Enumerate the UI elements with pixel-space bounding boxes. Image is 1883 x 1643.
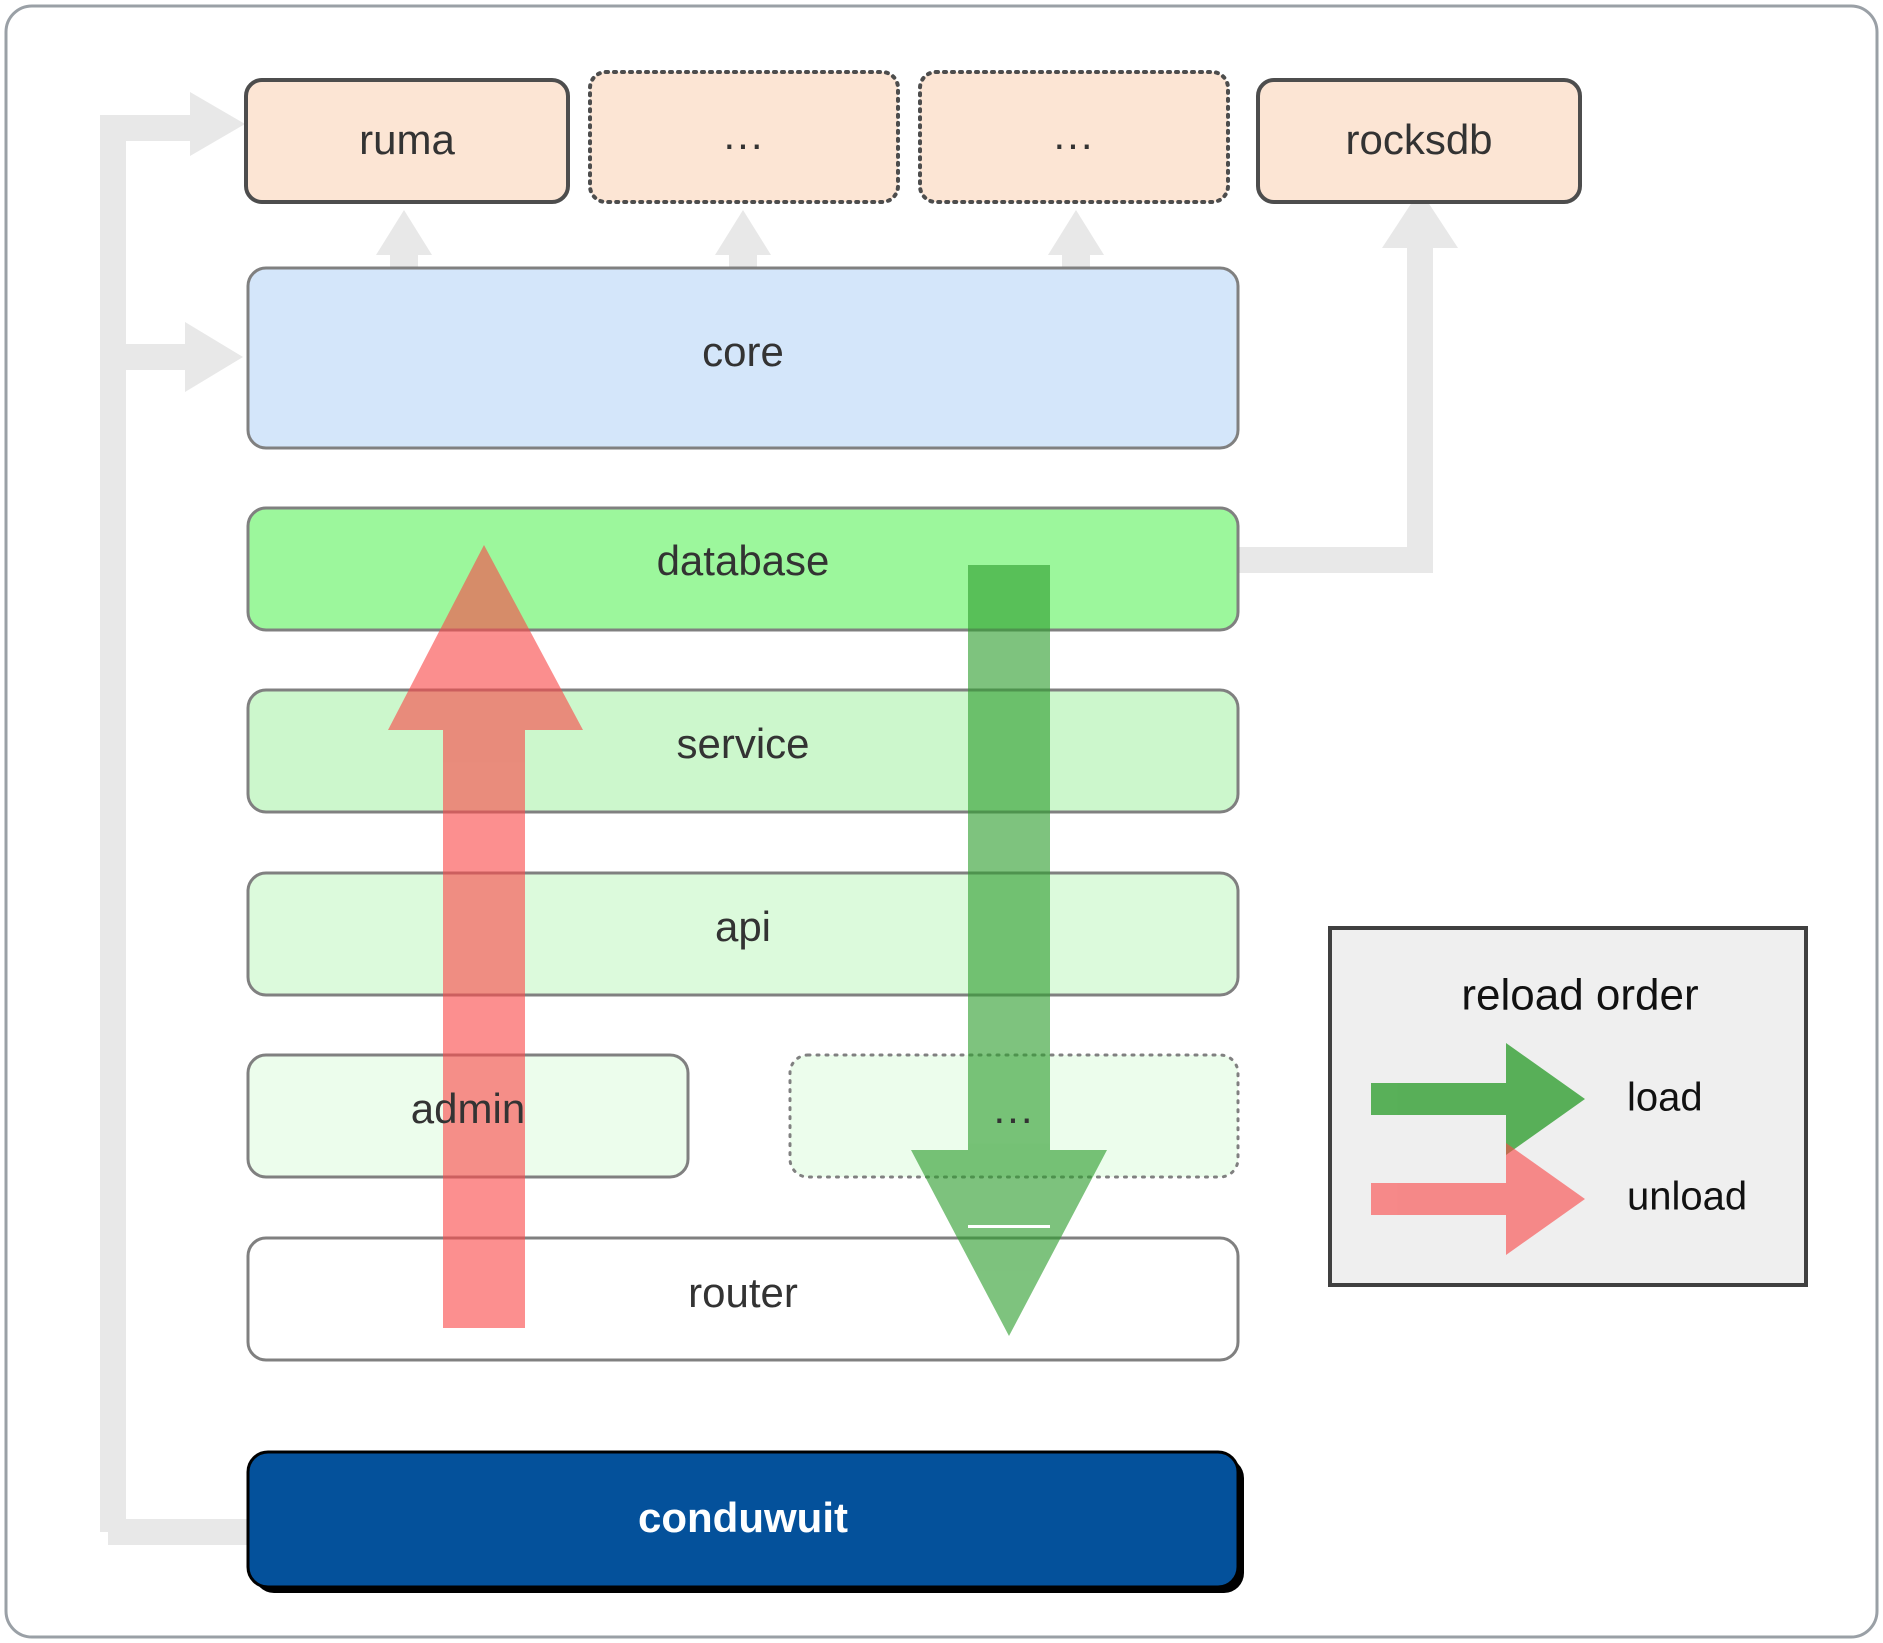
unload-arrow-shaft bbox=[443, 640, 525, 1328]
box-conduwuit[interactable]: conduwuit bbox=[246, 1450, 1244, 1593]
box-ellipsis-2[interactable]: ... bbox=[918, 70, 1230, 204]
legend-title: reload order bbox=[1461, 971, 1698, 1020]
box-ellipsis-1[interactable]: ... bbox=[588, 70, 900, 204]
box-ellipsis-2-label: ... bbox=[1053, 111, 1094, 158]
connector-arrow-core-to-ellipsis-2 bbox=[1048, 210, 1104, 278]
connector-trunk-left bbox=[100, 115, 195, 1532]
box-rocksdb-label: rocksdb bbox=[1345, 116, 1492, 163]
box-conduwuit-rect[interactable] bbox=[246, 1450, 1240, 1589]
layer-service-label: service bbox=[676, 720, 809, 767]
legend-entry-load: load bbox=[1371, 1043, 1703, 1155]
box-rocksdb-rect[interactable] bbox=[1256, 78, 1582, 204]
legend: reload order load unload bbox=[1328, 926, 1808, 1287]
box-ellipsis-1-label: ... bbox=[723, 111, 764, 158]
layer-stack-labels: database service api admin ... router bbox=[411, 537, 1034, 1316]
box-conduwuit-label: conduwuit bbox=[638, 1494, 848, 1541]
layer-core-label: core bbox=[702, 328, 784, 375]
diagram-frame bbox=[4, 4, 1879, 1639]
connector-arrow-core-to-ruma bbox=[376, 210, 432, 278]
legend-unload-head bbox=[1506, 1143, 1585, 1255]
connector-core-to-externals bbox=[376, 210, 1104, 278]
layer-core-rect[interactable] bbox=[246, 266, 1240, 450]
dependency-connectors bbox=[100, 92, 1458, 1545]
load-arrow-head bbox=[911, 1150, 1107, 1336]
box-ruma-rect[interactable] bbox=[244, 78, 570, 204]
legend-load-label: load bbox=[1627, 1076, 1703, 1120]
external-row: ruma ... ... rocksdb bbox=[244, 70, 1582, 204]
load-arrow bbox=[911, 565, 1107, 1336]
connector-database-to-rocksdb bbox=[1230, 240, 1433, 573]
connector-arrowhead-rocksdb bbox=[1382, 190, 1458, 248]
legend-load-shaft bbox=[1371, 1083, 1552, 1115]
unload-arrow bbox=[388, 545, 583, 1328]
legend-entry-unload: unload bbox=[1371, 1143, 1747, 1255]
layer-database-label: database bbox=[657, 537, 830, 584]
box-ellipsis-2-rect[interactable] bbox=[918, 70, 1230, 204]
legend-unload-arrow-icon bbox=[1371, 1143, 1585, 1255]
load-arrow-shaft bbox=[968, 565, 1050, 1225]
layer-router-label: router bbox=[688, 1269, 798, 1316]
layer-ellipsis-label: ... bbox=[993, 1085, 1034, 1132]
layer-admin-label: admin bbox=[411, 1085, 525, 1132]
connector-arrowhead-ruma bbox=[190, 92, 245, 156]
box-ruma[interactable]: ruma bbox=[244, 78, 570, 204]
layer-api-label: api bbox=[715, 903, 771, 950]
layer-core[interactable]: core bbox=[246, 266, 1240, 450]
unload-arrow-head bbox=[388, 545, 583, 730]
legend-unload-shaft bbox=[1371, 1183, 1552, 1215]
connector-arrowhead-core bbox=[185, 322, 243, 392]
legend-load-arrow-icon bbox=[1371, 1043, 1585, 1155]
box-rocksdb[interactable]: rocksdb bbox=[1256, 78, 1582, 204]
box-ruma-label: ruma bbox=[359, 116, 455, 163]
box-ellipsis-1-rect[interactable] bbox=[588, 70, 900, 204]
legend-unload-label: unload bbox=[1627, 1175, 1747, 1219]
legend-load-head bbox=[1506, 1043, 1585, 1155]
connector-arrow-core-to-ellipsis-1 bbox=[715, 210, 771, 278]
